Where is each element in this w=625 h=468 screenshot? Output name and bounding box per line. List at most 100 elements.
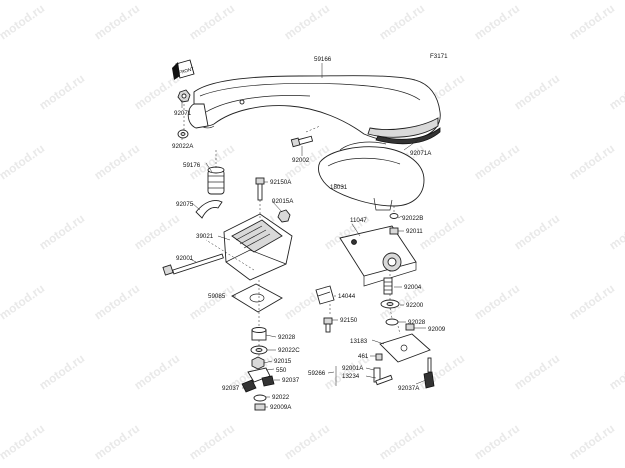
front-icon-text: FRONT bbox=[178, 66, 195, 75]
watermark-text: motod.ru bbox=[512, 351, 563, 392]
watermark-text: motod.ru bbox=[0, 1, 47, 42]
watermark-text: motod.ru bbox=[607, 211, 625, 252]
label-92071A: 92071A bbox=[410, 150, 432, 157]
label-550: 550 bbox=[276, 367, 287, 374]
watermark-text: motod.ru bbox=[377, 1, 428, 42]
label-92022: 92022 bbox=[272, 394, 290, 401]
washer-92022B bbox=[389, 213, 399, 219]
label-59166: 59166 bbox=[314, 56, 332, 63]
washer-92022C bbox=[250, 345, 268, 355]
clip-92037A bbox=[423, 357, 435, 389]
label-92022A: 92022A bbox=[172, 143, 194, 150]
washer-92022 bbox=[253, 394, 267, 402]
bolt-92002 bbox=[290, 135, 314, 148]
figure-id: F3171 bbox=[430, 53, 448, 60]
plate-59085 bbox=[231, 283, 283, 313]
watermark-text: motod.ru bbox=[567, 281, 618, 322]
label-92004: 92004 bbox=[404, 284, 422, 291]
nut-92015A bbox=[277, 209, 291, 223]
watermark-text: motod.ru bbox=[417, 351, 468, 392]
watermark-text: motod.ru bbox=[377, 421, 428, 462]
watermark-text: motod.ru bbox=[567, 421, 618, 462]
watermark-text: motod.ru bbox=[37, 71, 88, 112]
watermark-text: motod.ru bbox=[607, 71, 625, 112]
label-461: 461 bbox=[358, 353, 369, 360]
nut-92015 bbox=[251, 356, 265, 370]
label-92002: 92002 bbox=[292, 157, 310, 164]
clip-92037-left bbox=[241, 379, 257, 393]
watermark-text: motod.ru bbox=[282, 421, 333, 462]
label-59085: 59085 bbox=[208, 293, 226, 300]
watermark-text: motod.ru bbox=[187, 281, 238, 322]
watermark-text: motod.ru bbox=[512, 211, 563, 252]
label-18031: 18031 bbox=[330, 184, 348, 191]
label-92001: 92001 bbox=[176, 255, 194, 262]
seat-cover-part bbox=[193, 75, 441, 145]
label-92037-left: 92037 bbox=[222, 385, 240, 392]
watermark-text: motod.ru bbox=[472, 141, 523, 182]
bracket-39021 bbox=[223, 213, 293, 281]
watermark-text: motod.ru bbox=[607, 351, 625, 392]
bolt-92150 bbox=[323, 317, 333, 333]
label-92011: 92011 bbox=[406, 228, 423, 235]
label-92015A: 92015A bbox=[272, 198, 294, 205]
leader-lines bbox=[181, 63, 427, 408]
label-92009: 92009 bbox=[428, 326, 446, 333]
label-14044: 14044 bbox=[338, 293, 356, 300]
assembly-lines bbox=[183, 104, 401, 358]
screw-461 bbox=[375, 353, 383, 361]
watermark-text: motod.ru bbox=[132, 211, 183, 252]
watermark-text: motod.ru bbox=[92, 1, 143, 42]
label-92009A: 92009A bbox=[270, 404, 292, 411]
callout-labels: 59166 92071 92022A 92002 92071A 59176 92… bbox=[172, 56, 446, 411]
watermark-text: motod.ru bbox=[92, 141, 143, 182]
bolt-92150A bbox=[255, 177, 265, 201]
watermark-text: motod.ru bbox=[567, 141, 618, 182]
label-92071: 92071 bbox=[174, 110, 192, 117]
watermark-text: motod.ru bbox=[472, 1, 523, 42]
label-13183: 13183 bbox=[350, 338, 368, 345]
watermark-text: motod.ru bbox=[37, 211, 88, 252]
front-arrow-icon: FRONT bbox=[172, 59, 195, 80]
watermark-text: motod.ru bbox=[0, 421, 47, 462]
label-11047: 11047 bbox=[350, 217, 367, 224]
clip-92037 bbox=[261, 375, 275, 387]
rod-13234 bbox=[375, 374, 393, 386]
bolt-92001 bbox=[162, 253, 224, 276]
label-92075: 92075 bbox=[176, 201, 194, 208]
watermark-text: motod.ru bbox=[417, 211, 468, 252]
label-92150A: 92150A bbox=[270, 179, 292, 186]
label-13234: 13234 bbox=[342, 373, 360, 380]
screw-92011 bbox=[389, 227, 399, 235]
bracket-14044 bbox=[315, 285, 335, 305]
screw-92009 bbox=[405, 323, 415, 331]
watermark-text: motod.ru bbox=[472, 281, 523, 322]
washer-92022A bbox=[177, 129, 189, 139]
screw-92009A bbox=[254, 403, 266, 411]
label-59176: 59176 bbox=[183, 162, 201, 169]
spacer-92028-right bbox=[385, 318, 399, 326]
label-92150: 92150 bbox=[340, 317, 358, 324]
label-92022B: 92022B bbox=[402, 215, 423, 222]
label-92028-right: 92028 bbox=[408, 319, 426, 326]
watermark-text: motod.ru bbox=[92, 281, 143, 322]
label-92200: 92200 bbox=[406, 302, 424, 309]
spacer-92028 bbox=[251, 327, 267, 341]
label-92022C: 92022C bbox=[278, 347, 300, 354]
watermark-text: motod.ru bbox=[0, 141, 47, 182]
label-92037A: 92037A bbox=[398, 385, 420, 392]
watermark-text: motod.ru bbox=[282, 1, 333, 42]
label-92028-left: 92028 bbox=[278, 334, 296, 341]
watermark-text: motod.ru bbox=[92, 421, 143, 462]
label-59266: 59266 bbox=[308, 370, 326, 377]
watermark-text: motod.ru bbox=[132, 351, 183, 392]
damper-59176 bbox=[207, 166, 225, 195]
bracket-13183 bbox=[379, 333, 431, 363]
watermark-text: motod.ru bbox=[512, 71, 563, 112]
watermark-text: motod.ru bbox=[187, 421, 238, 462]
watermark-text: motod.ru bbox=[0, 281, 47, 322]
nut-92071 bbox=[177, 89, 191, 103]
watermark-text: motod.ru bbox=[567, 1, 618, 42]
